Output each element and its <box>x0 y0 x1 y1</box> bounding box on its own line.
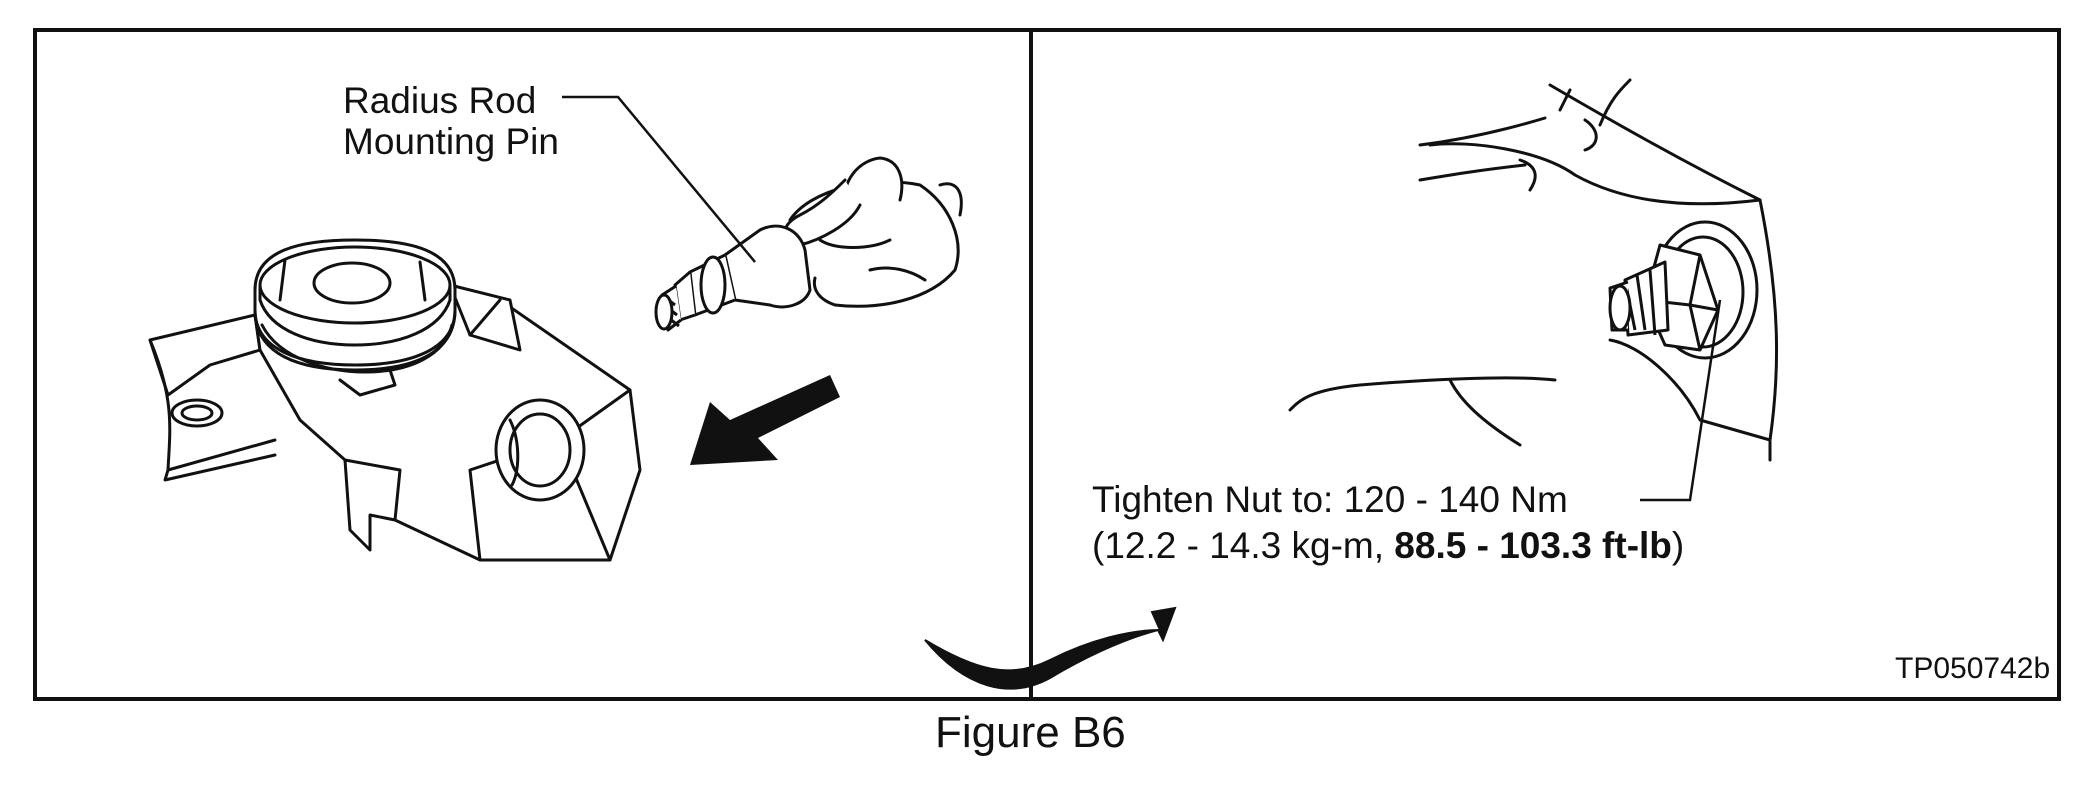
torque-line-1: Tighten Nut to: 120 - 140 Nm <box>1092 479 1568 520</box>
mounting-pin-illustration <box>654 224 812 332</box>
callout-leader-nut <box>1640 299 1722 502</box>
knuckle-installed-illustration <box>1288 78 1779 462</box>
torque-imperial: 88.5 - 103.3 ft-lb <box>1394 525 1672 566</box>
transition-arrow-body <box>924 606 1177 690</box>
knuckle-illustration <box>148 238 642 562</box>
callout-line-2: Mounting Pin <box>343 121 559 162</box>
torque-line-2: (12.2 - 14.3 kg-m, 88.5 - 103.3 ft-lb) <box>1092 523 1684 569</box>
callout-leader-pin <box>562 95 756 263</box>
torque-close: ) <box>1671 525 1685 566</box>
callout-line-1: Radius Rod <box>343 80 537 121</box>
figure-frame <box>33 28 2061 701</box>
hand-illustration <box>783 156 963 308</box>
torque-spec: Tighten Nut to: 120 - 140 Nm (12.2 - 14.… <box>1092 477 1684 569</box>
nut-illustration <box>1608 220 1759 360</box>
install-direction-arrow <box>690 375 840 465</box>
torque-metric: (12.2 - 14.3 kg-m, <box>1092 525 1395 566</box>
figure-caption: Figure B6 <box>935 708 1126 757</box>
transition-arrow <box>850 629 915 650</box>
callout-label: Radius Rod Mounting Pin <box>343 80 559 162</box>
figure-code: TP050742b <box>1895 652 2051 685</box>
